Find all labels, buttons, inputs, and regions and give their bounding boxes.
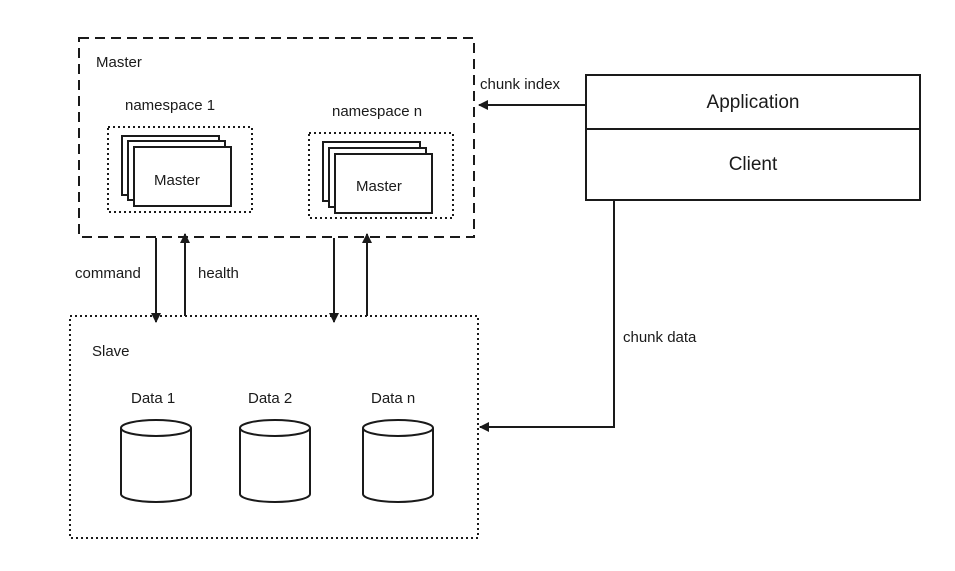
data-1-cylinder [120,419,192,503]
client-label: Client [728,154,778,175]
namespace-1-node-label: Master [154,172,200,189]
data-2-label: Data 2 [248,390,293,407]
client-box [585,128,921,201]
chunk-index-label: chunk index [480,76,561,93]
slave-title: Slave [92,343,130,360]
namespace-n-group [308,132,454,219]
namespace-n-node-label: Master [356,178,402,195]
application-label: Application [706,92,800,113]
namespace-1-group [107,126,253,213]
master-container [78,37,475,238]
application-box [585,74,921,130]
namespace-1-label: namespace 1 [125,97,216,114]
data-1-label: Data 1 [131,390,176,407]
namespace-n-master-node [334,153,433,214]
namespace-n-label: namespace n [332,103,423,120]
command-label: command [75,265,141,282]
data-n-label: Data n [371,390,416,407]
namespace-1-master-node [133,146,232,207]
data-n-cylinder [362,419,434,503]
chunk-data-arrow [479,201,615,432]
data-2-cylinder [239,419,311,503]
master-title: Master [96,54,142,71]
health-label: health [198,265,239,282]
chunk-data-label: chunk data [623,329,697,346]
